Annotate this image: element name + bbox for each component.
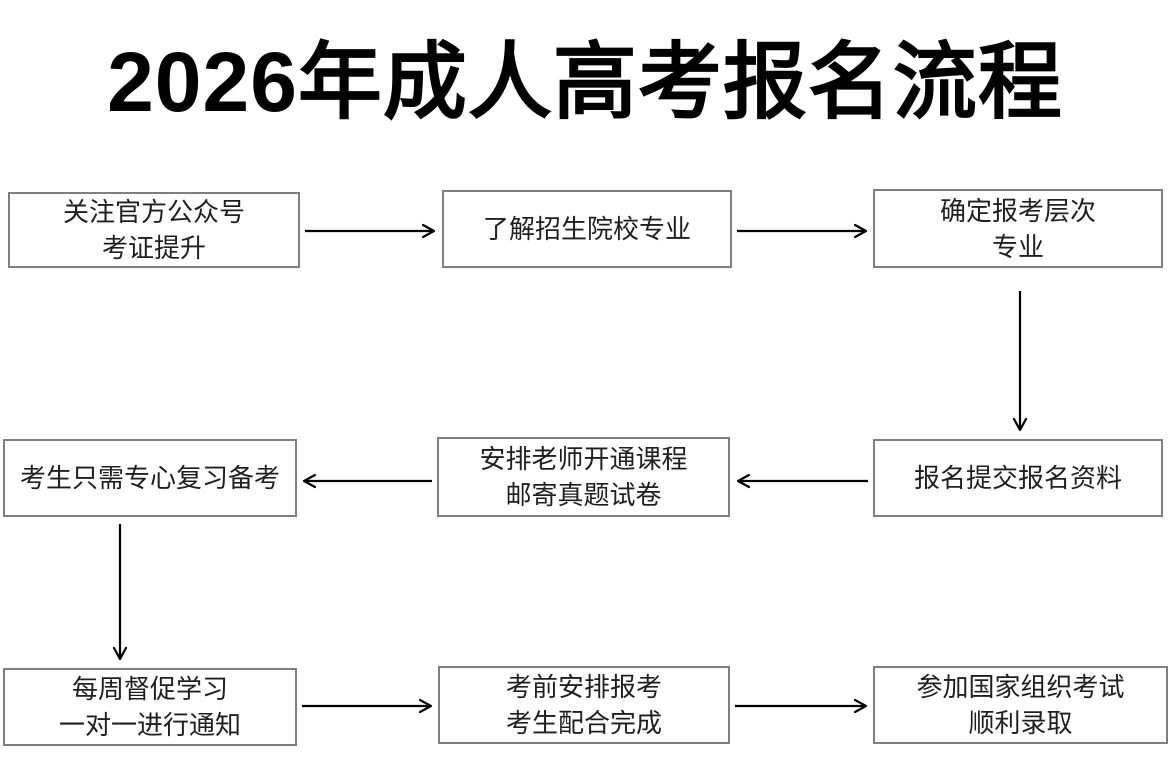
flow-step-label: 参加国家组织考试 [916, 672, 1125, 702]
flow-step-label: 邮寄真题试卷 [505, 480, 662, 510]
flow-step-open-courses-mail-papers: 安排老师开通课程 邮寄真题试卷 [437, 437, 730, 517]
flow-step-label: 顺利录取 [968, 708, 1073, 738]
flow-step-label: 考证提升 [101, 233, 206, 263]
flow-step-label: 考前安排报考 [505, 672, 662, 702]
flow-step-label: 了解招生院校专业 [482, 214, 691, 244]
flow-step-weekly-supervision: 每周督促学习 一对一进行通知 [3, 668, 297, 746]
flow-step-label: 报名提交报名资料 [913, 463, 1122, 493]
flow-step-focus-on-review: 考生只需专心复习备考 [3, 439, 297, 517]
flow-step-label: 确定报考层次 [939, 195, 1096, 226]
flow-step-take-exam-admission: 参加国家组织考试 顺利录取 [873, 666, 1168, 744]
flow-step-label: 安排老师开通课程 [479, 444, 688, 474]
flow-step-pre-exam-arrangement: 考前安排报考 考生配合完成 [438, 666, 730, 744]
page-title: 2026年成人高考报名流程 [107, 35, 1063, 129]
flow-step-label: 考生配合完成 [505, 708, 662, 738]
flow-step-learn-schools-majors: 了解招生院校专业 [442, 190, 732, 268]
flow-step-label: 每周督促学习 [71, 674, 228, 704]
flow-step-label: 考生只需专心复习备考 [19, 463, 280, 493]
flow-step-label: 关注官方公众号 [62, 197, 245, 227]
flow-step-follow-official-account: 关注官方公众号 考证提升 [8, 192, 300, 268]
flow-step-label: 专业 [991, 231, 1044, 262]
flow-step-submit-registration: 报名提交报名资料 [873, 439, 1163, 517]
flow-step-choose-level-major: 确定报考层次 专业 [873, 189, 1163, 268]
flow-step-label: 一对一进行通知 [58, 710, 241, 740]
